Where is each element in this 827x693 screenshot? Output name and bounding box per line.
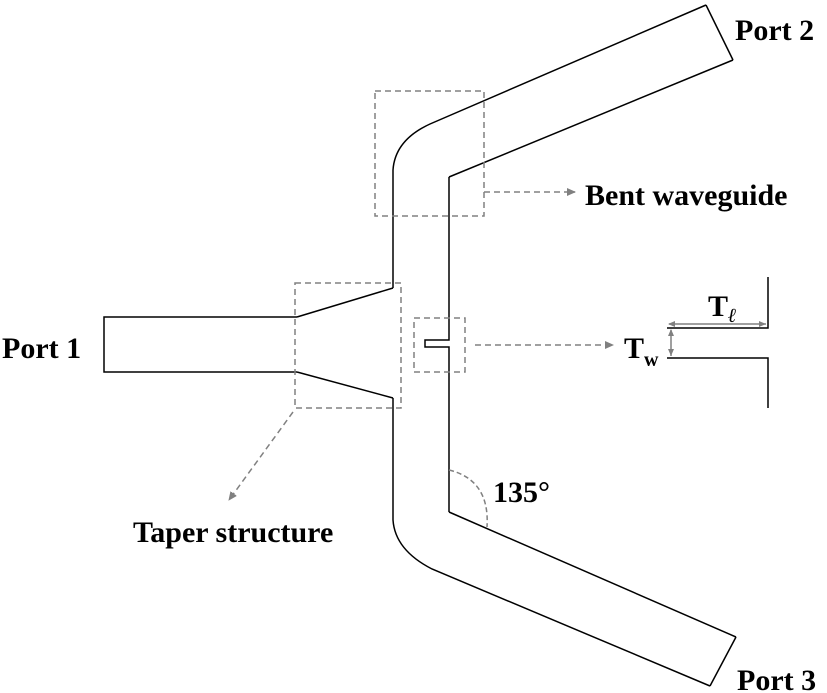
taper-upper-edge <box>296 287 394 318</box>
upper-arm-inner-wall <box>448 59 734 178</box>
upper-arm-outer-wall <box>392 4 707 288</box>
taper-structure-box <box>294 282 402 409</box>
bent-waveguide-label: Bent waveguide <box>585 179 788 212</box>
port3-label: Port 3 <box>737 664 816 693</box>
tl-label: Tℓ <box>708 290 737 327</box>
tw-label: Tw <box>624 332 659 371</box>
tl-subscript: ℓ <box>728 305 737 327</box>
taper-structure-label: Taper structure <box>133 516 333 549</box>
inset-wall-upper <box>667 277 769 329</box>
port1-label: Port 1 <box>2 332 81 365</box>
waveguide-outline <box>103 4 737 687</box>
bent-waveguide-box <box>374 90 485 217</box>
taper-lower-edge <box>296 371 394 399</box>
lower-arm-outer-wall <box>392 398 711 687</box>
slot-detail-inset <box>667 277 769 408</box>
callout-boxes <box>294 90 485 409</box>
port2-end-face <box>705 4 734 61</box>
port3-end-face <box>709 636 737 687</box>
port2-label: Port 2 <box>735 14 814 47</box>
lower-arm-inner-wall <box>448 511 737 638</box>
taper-structure-arrow <box>228 411 294 501</box>
tl-main: T <box>708 290 728 323</box>
angle-label: 135° <box>493 476 550 509</box>
slot-box <box>413 317 466 373</box>
leader-arrows <box>228 188 614 501</box>
central-stem-wall <box>424 177 450 512</box>
tw-main: T <box>624 332 644 365</box>
port1-waveguide <box>103 316 297 373</box>
tw-subscript: w <box>644 349 659 371</box>
angle-arc <box>448 469 488 528</box>
inset-wall-lower <box>667 357 769 408</box>
